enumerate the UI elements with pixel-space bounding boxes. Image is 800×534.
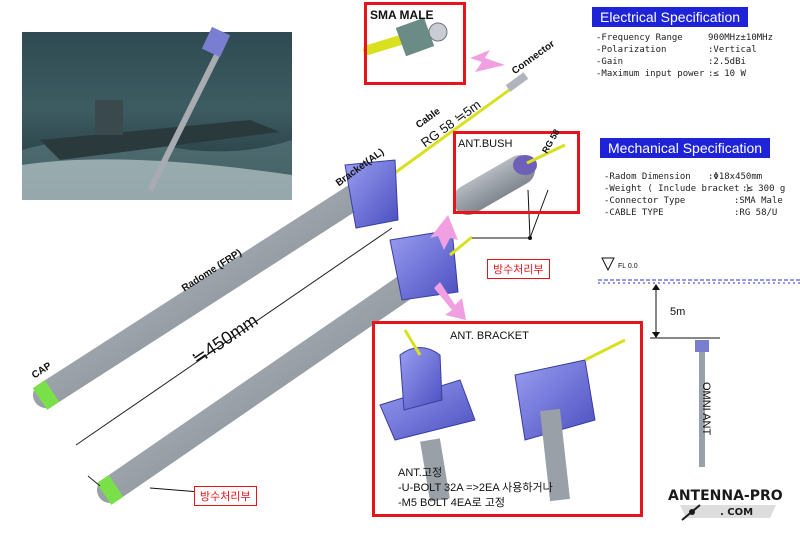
height-label: 5m <box>670 306 686 318</box>
antenna-pro-logo-line2: . COM <box>720 507 754 518</box>
mechanical-row: -Connector Type:SMA Male <box>604 196 783 206</box>
callout-lines <box>149 189 549 493</box>
waterproof-tag-lower: 방수처리부 <box>194 486 257 506</box>
mechanical-row: -Radom Dimension:Φ18x450mm <box>604 172 763 182</box>
electrical-spec-header: Electrical Specification <box>592 7 749 27</box>
lower-radome <box>96 229 473 505</box>
omni-ant-label: OMNI ANT <box>700 382 712 436</box>
ant-bush-inset-art <box>453 143 566 215</box>
cable-group <box>384 72 529 182</box>
antenna-pro-logo-line1: ANTENNA-PRO <box>668 488 783 504</box>
electrical-row: -Gain:2.5dBi <box>596 57 746 67</box>
mechanical-spec-list: -Radom Dimension:Φ18x450mm -Weight ( Inc… <box>604 171 800 219</box>
mechanical-spec-header: Mechanical Specification <box>600 138 771 158</box>
submarine-photo <box>22 26 292 200</box>
waterproof-tag-upper: 방수처리부 <box>487 259 550 279</box>
sma-male-inset-frame <box>364 2 466 85</box>
ant-bush-inset-frame <box>453 131 580 214</box>
electrical-row: -Maximum input power:≤ 10 W <box>596 69 746 79</box>
fixing-line1: -U-BOLT 32A =>2EA 사용하거나 <box>398 482 553 494</box>
ant-bracket-inset-frame <box>372 321 643 517</box>
electrical-row: -Polarization:Vertical <box>596 45 757 55</box>
ant-bracket-label: ANT. BRACKET <box>450 330 529 342</box>
logo-swoosh <box>680 504 776 521</box>
fixing-title: ANT.고정 <box>398 467 443 479</box>
sma-male-inset-art <box>363 17 448 57</box>
mechanical-row: -CABLE TYPE:RG 58/U <box>604 208 778 218</box>
ant-bracket-inset-art <box>379 329 626 502</box>
length-dimension-tick <box>87 475 101 487</box>
install-height-diagram <box>598 257 800 467</box>
callout-dots <box>528 236 532 240</box>
sma-male-label: SMA MALE <box>370 8 434 22</box>
ant-bush-label: ANT.BUSH <box>458 138 513 150</box>
fixing-line2: -M5 BOLT 4EA로 고정 <box>398 497 505 509</box>
length-dimension-line <box>75 227 393 446</box>
upper-radome <box>32 159 399 410</box>
pink-arrows <box>430 50 505 320</box>
floor-level-label: FL 0.0 <box>618 263 638 270</box>
mechanical-row: -Weight ( Include bracket ):≤ 300 g <box>604 184 786 194</box>
